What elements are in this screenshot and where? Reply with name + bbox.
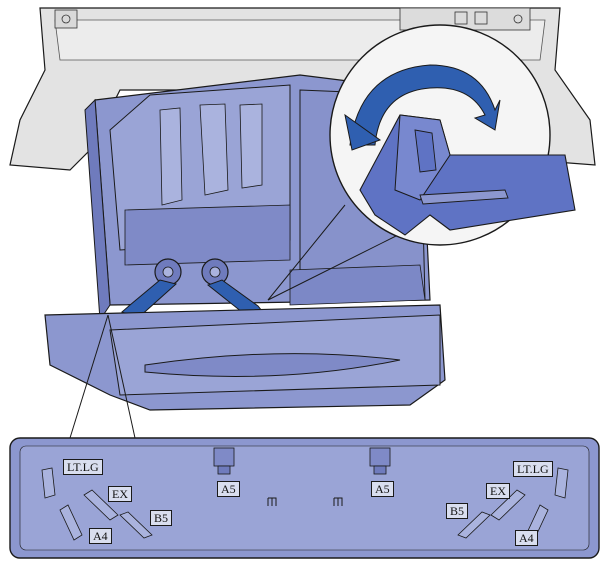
label-a4-right: A4 <box>515 530 538 546</box>
label-a4-left: A4 <box>89 528 112 544</box>
label-lt-lg-right: LT.LG <box>513 461 553 477</box>
rotate-arrow-icon <box>344 64 501 151</box>
zoom-callout <box>267 24 576 301</box>
label-lt-lg-left: LT.LG <box>63 459 103 475</box>
label-a5-left: A5 <box>217 481 240 497</box>
label-b5-left: B5 <box>150 510 173 526</box>
label-ex-right: EX <box>486 483 510 499</box>
label-ex-left: EX <box>108 486 132 502</box>
label-a5-right: A5 <box>371 481 394 497</box>
paper-tray <box>44 74 446 411</box>
label-b5-right: B5 <box>446 503 469 519</box>
